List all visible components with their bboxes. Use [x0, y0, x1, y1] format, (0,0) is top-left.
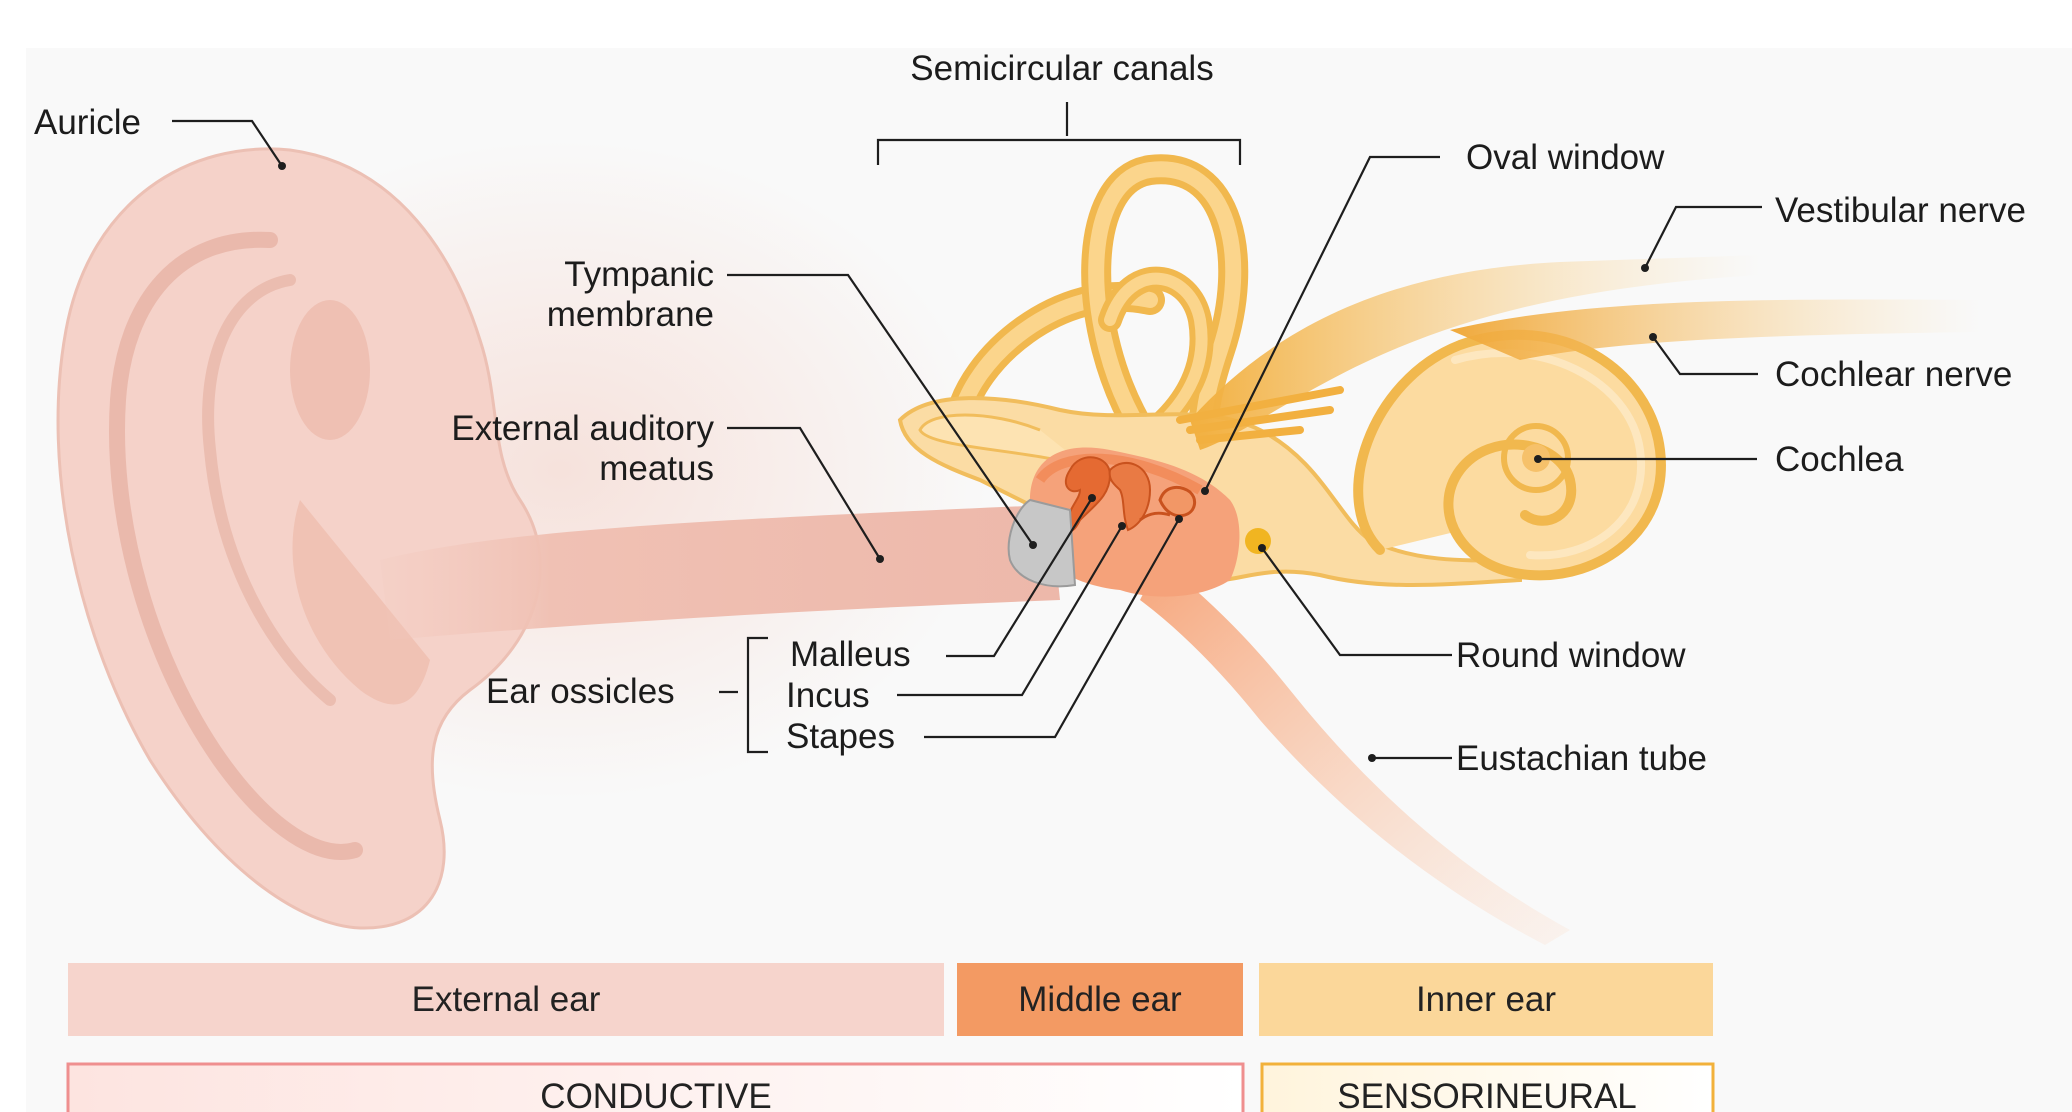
middle-ear-bar-label: Middle ear: [1018, 980, 1182, 1019]
label-tympanic-membrane-line1: Tympanic: [564, 255, 714, 294]
sensorineural-label: SENSORINEURAL: [1337, 1077, 1637, 1112]
label-vestibular-nerve: Vestibular nerve: [1775, 191, 2026, 230]
label-round-window: Round window: [1456, 636, 1686, 675]
label-external-meatus-line1: External auditory: [451, 409, 714, 448]
label-ear-ossicles: Ear ossicles: [486, 672, 675, 711]
round-window-marker: [1245, 528, 1271, 554]
label-incus: Incus: [786, 676, 870, 715]
label-cochlear-nerve: Cochlear nerve: [1775, 355, 2012, 394]
label-oval-window: Oval window: [1466, 138, 1665, 177]
label-tympanic-membrane-line2: membrane: [547, 295, 714, 334]
label-stapes: Stapes: [786, 717, 895, 756]
label-malleus: Malleus: [790, 635, 911, 674]
external-ear-bar-label: External ear: [412, 980, 601, 1019]
inner-ear-bar-label: Inner ear: [1416, 980, 1556, 1019]
label-semicircular-canals: Semicircular canals: [910, 49, 1213, 88]
label-eustachian-tube: Eustachian tube: [1456, 739, 1707, 778]
label-external-meatus-line2: meatus: [599, 449, 714, 488]
label-cochlea: Cochlea: [1775, 440, 1904, 479]
label-auricle: Auricle: [34, 103, 141, 142]
conductive-label: CONDUCTIVE: [540, 1077, 771, 1112]
